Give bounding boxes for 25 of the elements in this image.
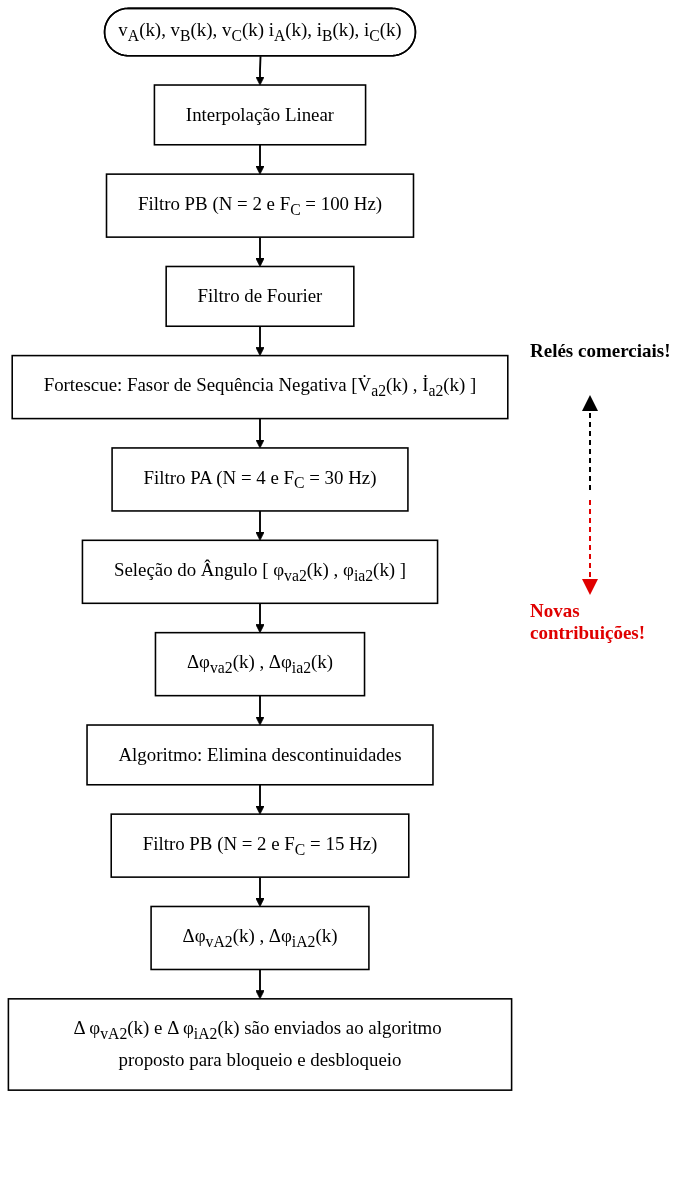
arrow — [255, 417, 265, 449]
note-text: Relés comerciais! — [530, 340, 672, 362]
node-box — [7, 998, 513, 1091]
node-box — [165, 265, 355, 328]
note-text: Novas contribuições! — [530, 600, 647, 644]
arrow — [255, 968, 265, 1000]
arrow — [255, 143, 265, 175]
node-box — [11, 354, 509, 420]
node-box — [86, 724, 434, 786]
arrow — [255, 876, 265, 907]
arrow — [255, 236, 265, 267]
node-box — [153, 84, 367, 146]
node-box — [111, 447, 409, 512]
arrow — [255, 783, 265, 815]
node-box — [154, 631, 366, 697]
node-box — [105, 173, 415, 238]
node-box — [110, 813, 410, 878]
arrow — [255, 602, 265, 634]
arrow — [255, 325, 265, 356]
node-box — [150, 905, 370, 971]
arrow — [255, 55, 265, 86]
flowchart: v$_{A}$(k), v$_{B}$(k), v$_{C}$(k) i$_{A}$(k), i$_{B}$(k), i$_{C}$(k) Interpolação Linear Filtro PB (N = 2 e F$_{C}$ = 100 Hz) Filtro de Fourier Fortescue: Fasor de Sequência Negativa [V̇$_{a2}$(k) , İ$_{a2}$(k) ] Filtro PA (N = 4 e F$_{C}$ = 30 Hz) Seleção do Ângulo [ φ$_{va2}$(k) , φ$_{ia2}$(k) ] Δφ$_{va2}$(k) , Δφ$_{ia2}$(k) Algoritmo: Elimina descontinuidades Filtro PB (N = 2 e F$_{C}$ = 15 Hz) Δφ$_{vA2}$(k) , Δφ$_{iA2}$(k) Δ φ$_{vA2}$(k) e Δ φ$_{iA2}$(k) são enviados ao algoritmo proposto para bloqueio e desbloqueio — [0, 0, 520, 1099]
arrow — [255, 510, 265, 541]
node-box — [81, 539, 439, 605]
arrow — [255, 694, 265, 726]
